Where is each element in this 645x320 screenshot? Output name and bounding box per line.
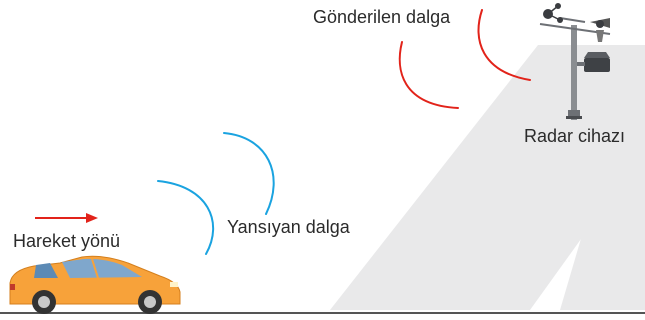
light-beam-upper <box>330 45 645 310</box>
sensor-box-icon <box>577 52 610 72</box>
sent-wave-arc-1 <box>477 9 531 81</box>
radar-device <box>539 3 611 120</box>
radar-label: Radar cihazı <box>524 126 626 146</box>
reflected-wave-arcs <box>157 132 275 255</box>
car-wheel-rear <box>32 290 56 314</box>
car-window-rear <box>34 263 58 278</box>
wind-vane-icon <box>590 18 610 42</box>
direction-label: Hareket yönü <box>13 231 121 251</box>
car <box>9 255 181 314</box>
reflected-wave-label: Yansıyan dalga <box>227 217 350 237</box>
sent-wave-arc-2 <box>398 41 459 109</box>
car-window-front <box>62 258 142 278</box>
sent-wave-label: Gönderilen dalga <box>313 7 451 27</box>
radar-pole <box>571 25 577 120</box>
sent-wave-arcs <box>398 9 531 109</box>
reflected-wave-arc-1 <box>223 132 275 215</box>
anemometer-icon <box>543 3 563 23</box>
light-beam-lower <box>560 130 645 310</box>
reflected-wave-arc-2 <box>157 180 215 255</box>
car-wheel-front <box>138 290 162 314</box>
direction-arrow <box>35 213 98 223</box>
light-beams <box>330 45 645 310</box>
